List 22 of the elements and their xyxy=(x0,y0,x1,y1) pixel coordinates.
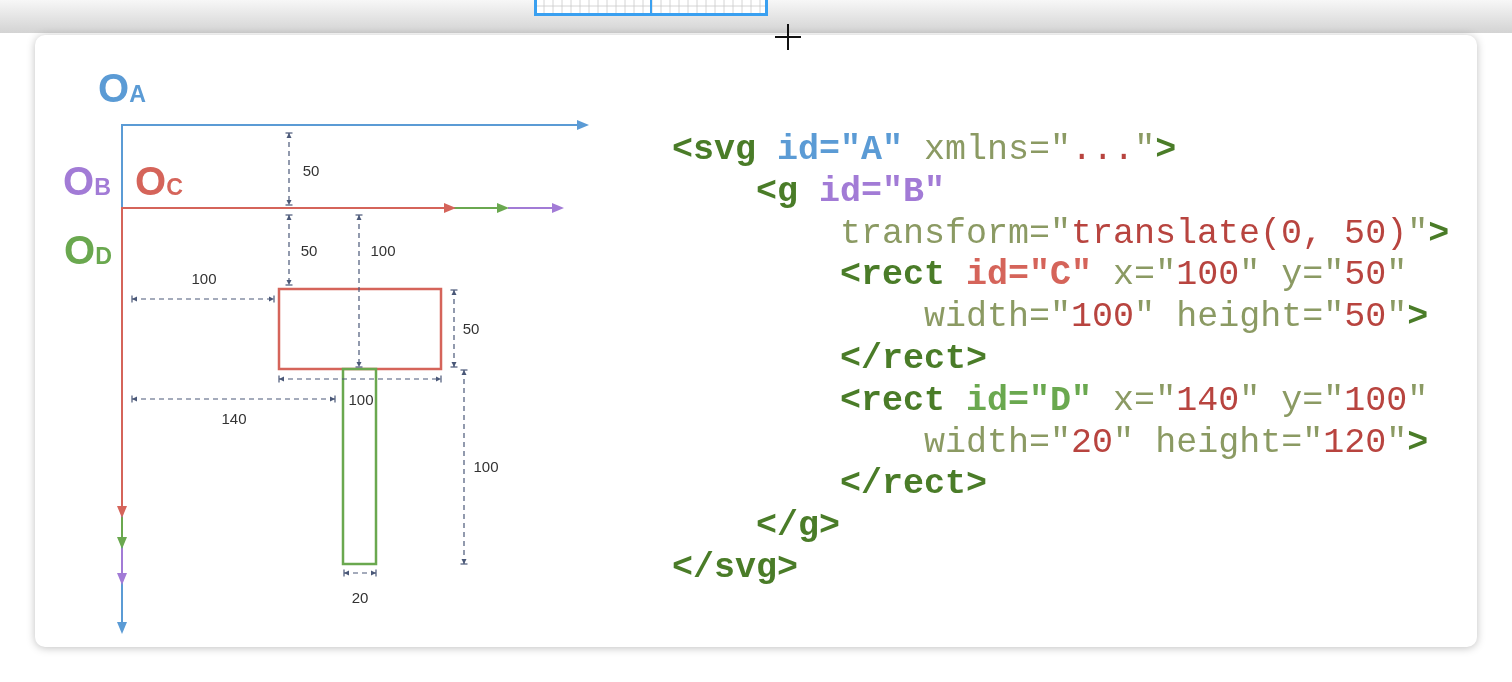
code-line: </svg> xyxy=(672,547,799,589)
dimension-label: 20 xyxy=(351,589,369,605)
code-line: <rect id="D" x="140" y="100" xyxy=(840,379,1429,422)
dimension-label: 100 xyxy=(473,458,499,474)
dimension-label: 50 xyxy=(300,242,318,258)
code-line: transform="translate(0, 50)"> xyxy=(840,212,1450,255)
code-line: </rect> xyxy=(840,338,988,380)
code-line: </g> xyxy=(756,505,841,548)
code-line: </rect> xyxy=(840,463,988,506)
code-line: <rect id="C" x="100" y="50" xyxy=(840,254,1408,297)
dimension-label: 50 xyxy=(462,320,480,336)
dimension-label: 100 xyxy=(370,242,396,258)
dimension-label: 140 xyxy=(221,410,247,426)
code-line: <g id="B" xyxy=(756,170,946,213)
dimension-label: 50 xyxy=(302,162,320,178)
code-line: width="100" height="50"> xyxy=(924,296,1429,339)
dimension-label: 100 xyxy=(348,391,374,407)
dimension-label: 100 xyxy=(191,270,217,286)
rectangle xyxy=(277,287,443,371)
code-line: width="20" height="120"> xyxy=(924,421,1429,464)
code-line: <svg id="A" xmlns="..."> xyxy=(672,129,1177,171)
rectangle xyxy=(341,367,378,566)
